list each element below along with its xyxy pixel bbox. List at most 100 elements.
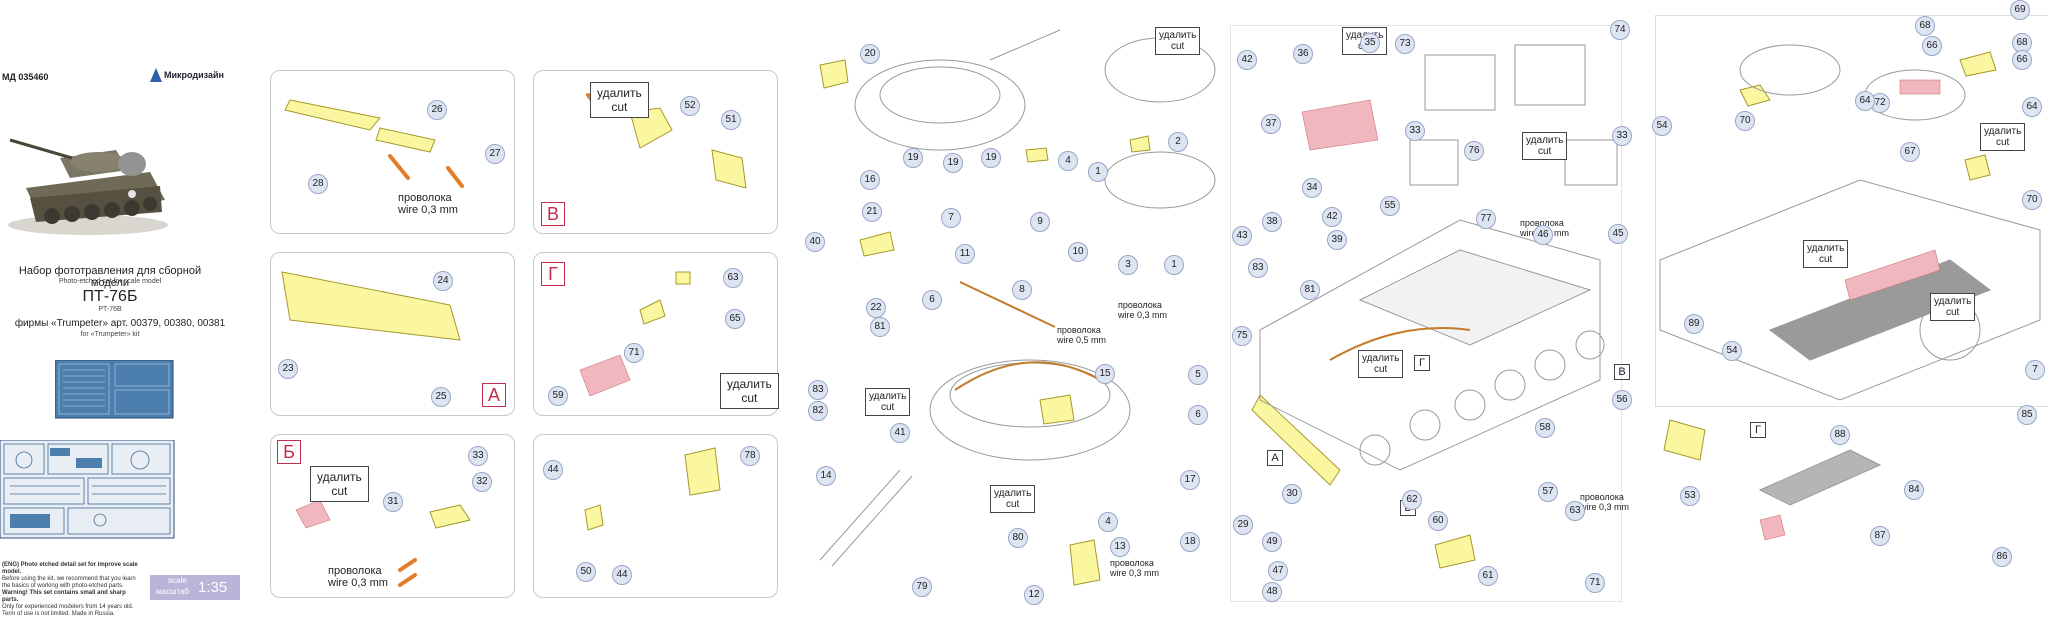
part-number: 62: [1402, 490, 1422, 510]
part-number: 31: [383, 492, 403, 512]
part-number: 1: [1088, 162, 1108, 182]
part-number: 81: [870, 317, 890, 337]
part-number: 11: [955, 244, 975, 264]
section-letter-g: Г: [541, 262, 565, 286]
part-number: 85: [2017, 405, 2037, 425]
section-letter-v-small: В: [1614, 364, 1630, 380]
part-number: 2: [1168, 132, 1188, 152]
part-number: 87: [1870, 526, 1890, 546]
part-number: 41: [890, 423, 910, 443]
part-number: 61: [1478, 566, 1498, 586]
title-en: Photo-etched set for scale model: [58, 278, 162, 285]
part-number: 26: [427, 100, 447, 120]
part-number: 19: [943, 153, 963, 173]
part-number: 78: [740, 446, 760, 466]
part-number: 33: [1405, 121, 1425, 141]
scale-label-en: scale: [168, 576, 187, 585]
model-name-ru: ПТ-76Б: [82, 288, 138, 305]
section-letter-v: В: [541, 202, 565, 226]
part-number: 28: [308, 174, 328, 194]
brand-logo-icon: [150, 68, 162, 82]
part-number: 8: [1012, 280, 1032, 300]
part-number: 69: [2010, 0, 2030, 20]
part-number: 63: [1565, 501, 1585, 521]
part-number: 7: [941, 208, 961, 228]
tank-photo: [0, 100, 240, 260]
part-number: 82: [808, 401, 828, 421]
set-code: МД 035460: [2, 72, 49, 82]
part-number: 18: [1180, 532, 1200, 552]
part-number: 60: [1428, 511, 1448, 531]
fret-preview-small: [55, 360, 174, 419]
info-line: Only for experienced modelers from 14 ye…: [2, 604, 134, 610]
part-number: 73: [1395, 34, 1415, 54]
part-number: 1: [1164, 255, 1184, 275]
info-line: Before using the kit, we recommend that …: [2, 576, 136, 582]
part-number: 48: [1262, 582, 1282, 602]
part-number: 35: [1360, 33, 1380, 53]
panel-hull-side: [533, 434, 778, 598]
section-letter-g-small: Г: [1414, 355, 1430, 371]
part-number: 59: [548, 386, 568, 406]
part-number: 27: [485, 144, 505, 164]
part-number: 10: [1068, 242, 1088, 262]
fret-preview-large: [0, 440, 175, 539]
part-number: 67: [1900, 142, 1920, 162]
part-number: 21: [862, 202, 882, 222]
part-number: 40: [805, 232, 825, 252]
section-letter-b: Б: [277, 440, 301, 464]
part-number: 63: [723, 268, 743, 288]
part-number: 16: [860, 170, 880, 190]
part-number: 6: [1188, 405, 1208, 425]
part-number: 55: [1380, 196, 1400, 216]
part-number: 79: [912, 577, 932, 597]
part-number: 15: [1095, 364, 1115, 384]
part-number: 42: [1322, 207, 1342, 227]
panel-rails: [270, 70, 515, 234]
part-number: 24: [433, 271, 453, 291]
cover-panel: МД 035460 Микродизайн Набор фототравлени…: [0, 60, 240, 617]
part-number: 58: [1535, 418, 1555, 438]
part-number: 4: [1098, 512, 1118, 532]
section-letter-a-small: А: [1267, 450, 1283, 466]
part-number: 19: [903, 148, 923, 168]
part-number: 7: [2025, 360, 2045, 380]
part-number: 43: [1232, 226, 1252, 246]
part-number: 65: [725, 309, 745, 329]
kits-en: for «Trumpeter» kit: [80, 331, 140, 338]
part-number: 37: [1261, 114, 1281, 134]
part-number: 45: [1608, 224, 1628, 244]
part-number: 39: [1327, 230, 1347, 250]
part-number: 13: [1110, 537, 1130, 557]
part-number: 33: [468, 446, 488, 466]
part-number: 6: [922, 290, 942, 310]
part-number: 72: [1870, 93, 1890, 113]
part-number: 5: [1188, 365, 1208, 385]
part-number: 36: [1293, 44, 1313, 64]
part-number: 64: [1855, 91, 1875, 111]
part-number: 34: [1302, 178, 1322, 198]
part-number: 50: [576, 562, 596, 582]
part-number: 83: [1248, 258, 1268, 278]
part-number: 84: [1904, 480, 1924, 500]
part-number: 74: [1610, 20, 1630, 40]
part-number: 52: [680, 96, 700, 116]
part-number: 76: [1464, 141, 1484, 161]
part-number: 17: [1180, 470, 1200, 490]
part-number: 54: [1652, 116, 1672, 136]
info-line: (ENG) Photo etched detail set for improv…: [2, 562, 138, 575]
part-number: 89: [1684, 314, 1704, 334]
part-number: 83: [808, 380, 828, 400]
part-number: 80: [1008, 528, 1028, 548]
part-number: 22: [866, 298, 886, 318]
